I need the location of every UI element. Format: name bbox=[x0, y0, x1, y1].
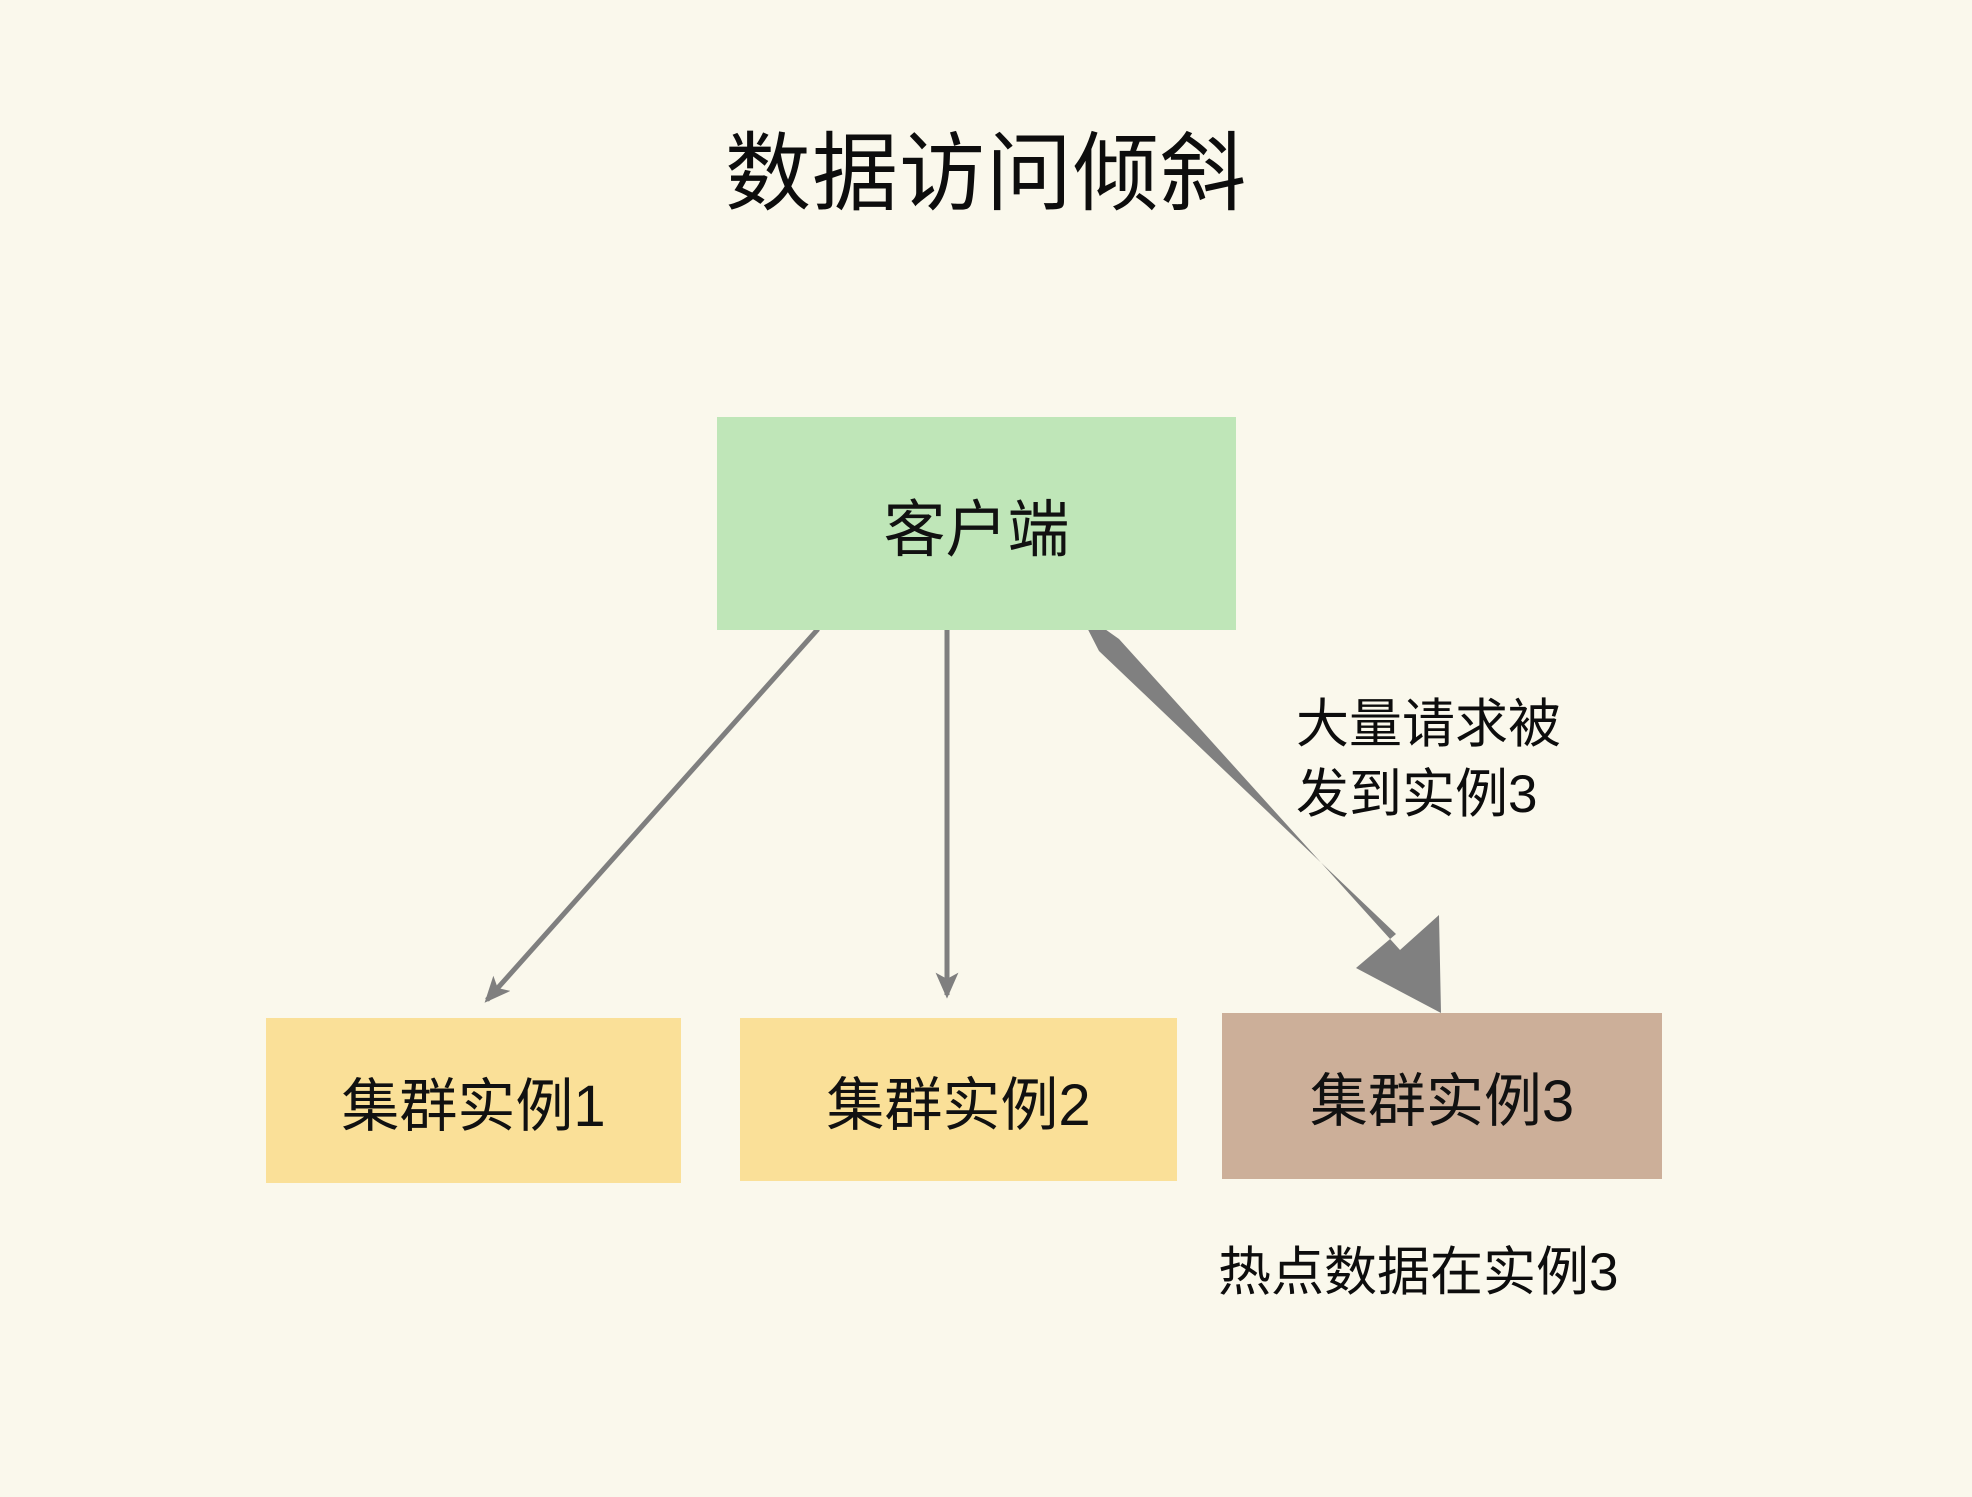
annotation-hotspot: 热点数据在实例3 bbox=[1218, 1243, 1619, 1302]
node-instance-2-label: 集群实例2 bbox=[826, 1072, 1091, 1138]
node-client-label: 客户端 bbox=[883, 495, 1070, 565]
annotation-heavy-traffic: 大量请求被 发到实例3 bbox=[1296, 695, 1561, 825]
node-instance-3-label: 集群实例3 bbox=[1309, 1069, 1575, 1134]
node-instance-1[interactable]: 集群实例1 bbox=[266, 1018, 681, 1183]
edge-client-to-instance-1 bbox=[484, 627, 820, 1003]
node-client[interactable]: 客户端 bbox=[717, 417, 1236, 630]
node-instance-2[interactable]: 集群实例2 bbox=[740, 1018, 1177, 1181]
page-title: 数据访问倾斜 bbox=[725, 126, 1247, 222]
node-instance-1-label: 集群实例1 bbox=[341, 1073, 606, 1139]
node-instance-3[interactable]: 集群实例3 bbox=[1222, 1013, 1662, 1179]
